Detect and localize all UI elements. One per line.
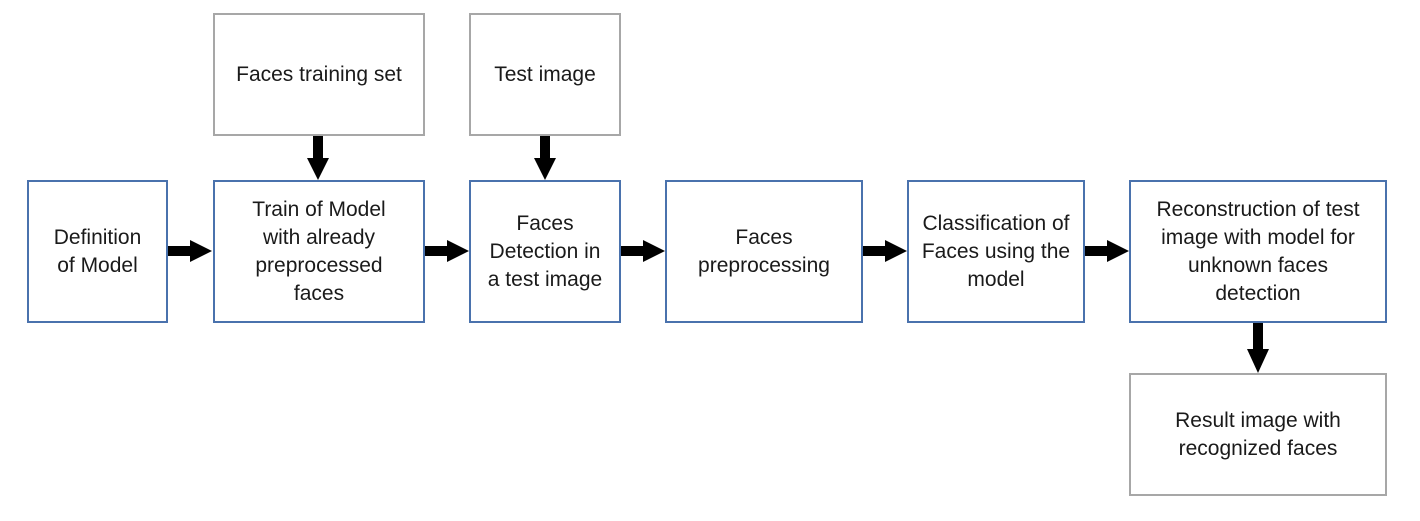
arrow-training-set-to-train <box>307 136 329 180</box>
node-faces-training-set: Faces training set <box>213 13 425 136</box>
arrow-definition-to-train <box>168 240 212 262</box>
node-label: Reconstruction of test image with model … <box>1156 197 1360 305</box>
node-classification-of-faces: Classification of Faces using the model <box>907 180 1085 323</box>
node-label: Definition of Model <box>53 225 142 277</box>
node-faces-detection: Faces Detection in a test image <box>469 180 621 323</box>
node-label: Test image <box>494 62 596 86</box>
node-train-of-model: Train of Model with already preprocessed… <box>213 180 425 323</box>
arrow-test-image-to-detection <box>534 136 556 180</box>
arrow-preprocessing-to-classification <box>863 240 907 262</box>
node-label: Result image with recognized faces <box>1175 408 1341 460</box>
arrow-classification-to-reconstruction <box>1085 240 1129 262</box>
node-label: Faces Detection in a test image <box>487 211 603 291</box>
node-faces-preprocessing: Faces preprocessing <box>665 180 863 323</box>
arrow-reconstruction-to-result <box>1247 323 1269 373</box>
node-label: Faces training set <box>236 62 402 86</box>
node-definition-of-model: Definition of Model <box>27 180 168 323</box>
node-label: Classification of Faces using the model <box>921 211 1071 291</box>
node-test-image: Test image <box>469 13 621 136</box>
node-reconstruction: Reconstruction of test image with model … <box>1129 180 1387 323</box>
node-label: Train of Model with already preprocessed… <box>252 197 386 305</box>
node-label: Faces preprocessing <box>698 225 830 277</box>
arrow-train-to-detection <box>425 240 469 262</box>
node-result-image: Result image with recognized faces <box>1129 373 1387 496</box>
arrow-detection-to-preprocessing <box>621 240 665 262</box>
